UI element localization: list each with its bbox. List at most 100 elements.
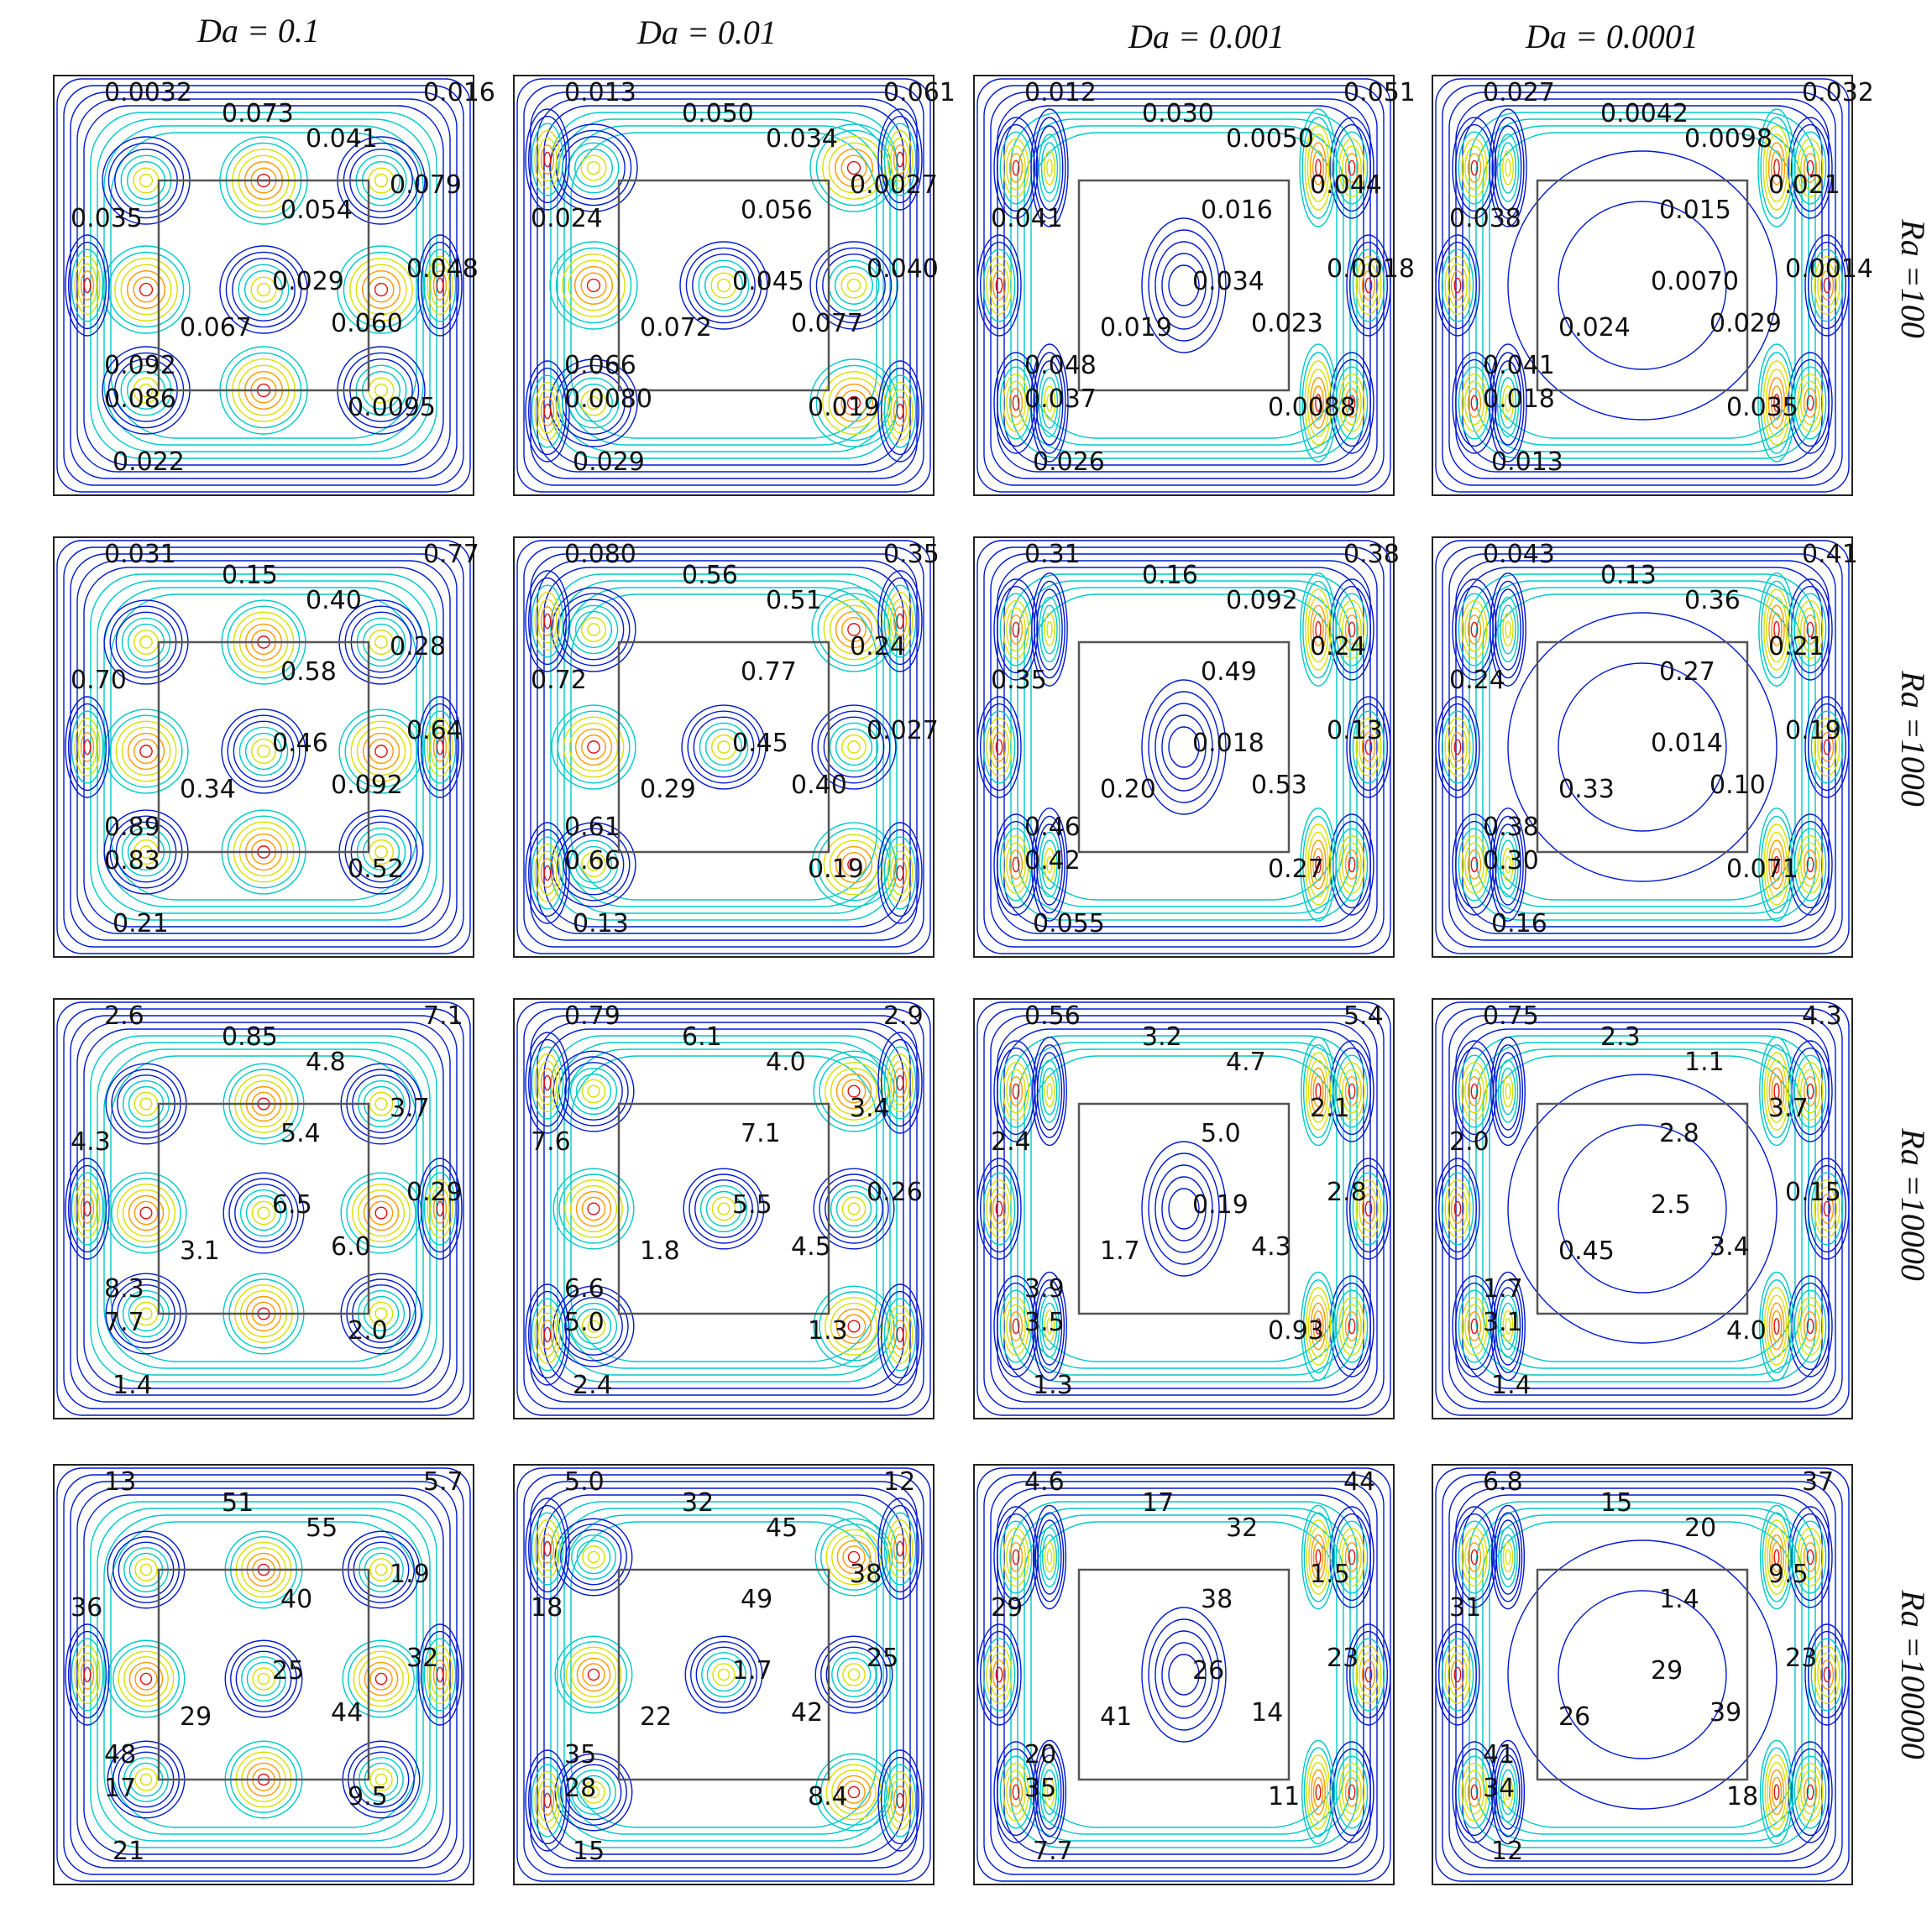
contour-line xyxy=(1450,732,1465,762)
contour-value-label: 34 xyxy=(1483,1774,1515,1803)
contour-line xyxy=(1803,1311,1818,1341)
contour-line xyxy=(245,1194,282,1231)
contour-line xyxy=(374,1773,388,1786)
vortex-cell xyxy=(552,1050,635,1132)
contour-value-label: 9.5 xyxy=(1768,1560,1809,1589)
contour-line xyxy=(1797,1297,1824,1356)
contour-line xyxy=(1810,710,1844,784)
contour-line xyxy=(1006,1304,1026,1349)
contour-line xyxy=(554,1753,633,1832)
contour-line xyxy=(1773,394,1780,412)
contour-value-label: 41 xyxy=(1100,1702,1132,1732)
contour-line xyxy=(1806,1318,1814,1335)
vortex-cell xyxy=(1490,1504,1526,1610)
contour-line xyxy=(1364,1666,1373,1683)
contour-line xyxy=(683,1168,765,1250)
contour-line xyxy=(540,1785,555,1816)
boundary-contour xyxy=(1448,1481,1836,1869)
contour-line xyxy=(1312,1074,1324,1108)
contour-line xyxy=(1759,1271,1794,1382)
contour-line xyxy=(1333,358,1371,447)
contour-line xyxy=(819,1174,889,1244)
contour-line xyxy=(1012,159,1020,176)
contour-line xyxy=(569,1067,618,1116)
contour-line xyxy=(127,270,165,309)
contour-line xyxy=(1490,1739,1526,1845)
contour-line xyxy=(421,1630,459,1719)
contour-line xyxy=(1499,377,1517,429)
contour-line xyxy=(1810,1172,1844,1246)
panel-background xyxy=(514,76,934,495)
contour-line xyxy=(1489,108,1527,227)
contour-line xyxy=(581,1314,606,1339)
contour-line xyxy=(835,384,873,422)
contour-line xyxy=(374,173,389,188)
contour-line xyxy=(1348,1318,1356,1335)
contour-value-label: 0.086 xyxy=(104,384,176,414)
vortex-cell xyxy=(1804,234,1850,337)
boundary-contour xyxy=(1003,1028,1364,1389)
boundary-contour xyxy=(530,91,918,479)
contour-line xyxy=(881,829,919,917)
contour-value-label: 12 xyxy=(1491,1837,1523,1866)
contour-line xyxy=(1797,374,1824,432)
vortex-cell xyxy=(1301,1504,1336,1610)
contour-line xyxy=(1470,621,1479,638)
contour-value-label: 38 xyxy=(1201,1585,1233,1614)
contour-line xyxy=(1806,395,1814,411)
boundary-contour xyxy=(1469,1035,1816,1383)
contour-line xyxy=(1161,1642,1207,1707)
contour-value-label: 5.0 xyxy=(564,1308,605,1337)
contour-line xyxy=(120,264,172,316)
contour-line xyxy=(238,726,289,776)
vortex-cell xyxy=(976,1623,1022,1726)
contour-line xyxy=(1470,159,1479,176)
contour-line xyxy=(1301,1739,1336,1845)
contour-line xyxy=(68,1630,107,1719)
boundary-contour xyxy=(543,1494,904,1855)
contour-line xyxy=(134,1558,158,1581)
contour-line xyxy=(1762,125,1791,211)
contour-line xyxy=(1039,1527,1060,1587)
contour-line xyxy=(436,277,444,294)
contour-line xyxy=(1304,125,1333,211)
contour-line xyxy=(986,1645,1013,1704)
boundary-contour xyxy=(76,560,451,934)
boundary-contour xyxy=(563,1048,884,1369)
contour-line xyxy=(528,115,567,204)
boundary-contour xyxy=(516,1001,931,1416)
contour-line xyxy=(881,577,919,666)
contour-line xyxy=(1006,1534,1026,1580)
contour-line xyxy=(1161,1176,1207,1242)
contour-line xyxy=(830,1067,878,1116)
vortex-cell xyxy=(1300,808,1337,922)
contour-value-label: 1.9 xyxy=(390,1560,430,1589)
contour-line xyxy=(1315,394,1322,412)
boundary-contour xyxy=(1462,1028,1823,1389)
vortex-cell xyxy=(417,696,463,798)
contour-line xyxy=(840,272,867,299)
contour-line xyxy=(1448,1652,1468,1697)
contour-line xyxy=(811,704,897,790)
vortex-cell xyxy=(338,708,424,794)
contour-value-label: 0.031 xyxy=(104,540,176,569)
contour-line xyxy=(1342,1534,1362,1580)
contour-line xyxy=(1003,1062,1029,1121)
vortex-cell xyxy=(1758,572,1795,687)
contour-line xyxy=(1346,1158,1391,1260)
contour-line xyxy=(841,1079,867,1104)
contour-line xyxy=(1767,377,1786,429)
contour-line xyxy=(346,1178,416,1248)
contour-line xyxy=(586,395,601,410)
panel-background xyxy=(974,999,1394,1419)
contour-line xyxy=(1806,621,1814,638)
contour-line xyxy=(1814,256,1840,315)
contour-line xyxy=(582,1780,605,1804)
contour-line xyxy=(1502,385,1514,421)
boundary-contour xyxy=(537,1487,911,1862)
contour-line xyxy=(1803,153,1818,183)
contour-line xyxy=(1003,374,1029,432)
contour-line xyxy=(1467,388,1482,418)
contour-line xyxy=(982,1638,1016,1712)
